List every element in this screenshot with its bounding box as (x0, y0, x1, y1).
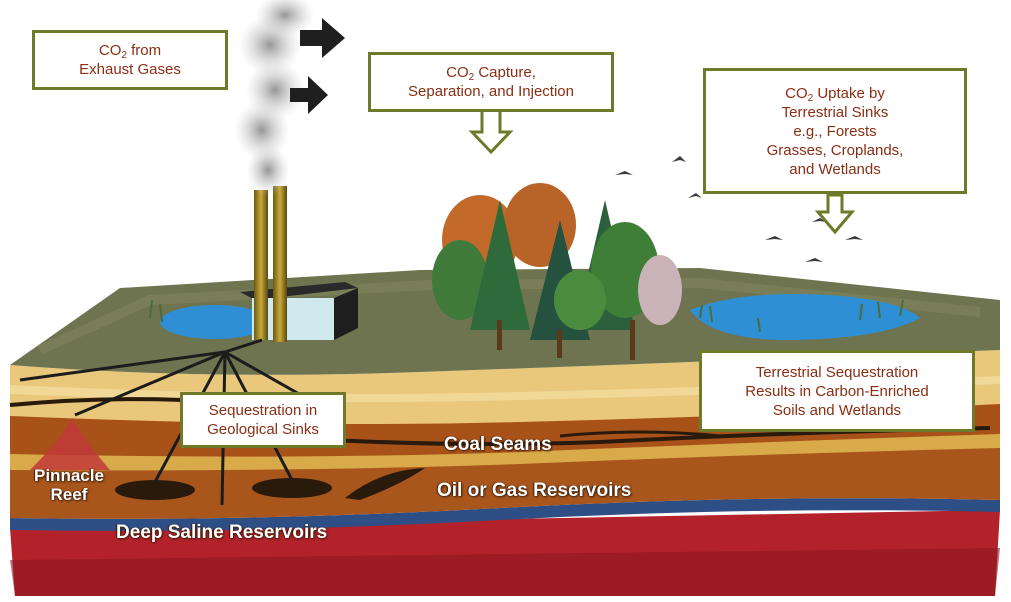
callout-capture-line2: Separation, and Injection (408, 83, 574, 100)
pinnacle-reef (30, 418, 110, 470)
callout-exhaust-gases: CO2 from Exhaust Gases (32, 30, 228, 90)
plant-building-side (334, 288, 358, 340)
smokestack-right (273, 186, 287, 342)
deep-saline-band (10, 498, 1000, 531)
label-oil-gas-reservoirs: Oil or Gas Reservoirs (437, 480, 632, 501)
forest (432, 183, 682, 360)
callout-geological-sinks: Sequestration in Geological Sinks (180, 392, 346, 448)
callout-geological-line2: Geological Sinks (207, 421, 319, 438)
ground-texture (37, 277, 981, 355)
callout-uptake-line2: Terrestrial Sinks (781, 103, 889, 121)
callout-exhaust-line2: Exhaust Gases (79, 61, 181, 78)
uptake-arrow (814, 193, 856, 235)
callout-terrestrial-line2: Results in Carbon-Enriched (745, 382, 929, 400)
reservoir-pool-3 (345, 468, 425, 500)
callout-geological-line1: Sequestration in (208, 402, 318, 419)
red-rock-shade (10, 548, 1000, 596)
callout-uptake-line5: and Wetlands (789, 160, 881, 178)
left-pond (160, 305, 270, 339)
callout-terrestrial-line1: Terrestrial Sequestration (755, 363, 919, 381)
label-pinnacle-line1: Pinnacle (34, 466, 104, 485)
coal-seam-line-3 (559, 430, 721, 438)
label-deep-saline-reservoirs: Deep Saline Reservoirs (116, 522, 328, 543)
smokestack-left (254, 190, 268, 340)
callout-terrestrial-sequestration: Terrestrial Sequestration Results in Car… (699, 350, 975, 432)
label-coal-seams: Coal Seams (444, 434, 552, 455)
exhaust-arrow-1 (300, 18, 345, 58)
capture-arrow (468, 108, 514, 155)
exhaust-arrow-2 (290, 76, 328, 114)
reservoir-pool-1 (115, 480, 195, 500)
reservoir-pool-2 (252, 478, 332, 498)
oil-gas-layer (10, 446, 1000, 519)
plant-building-roof (240, 282, 358, 300)
label-pinnacle-line2: Reef (50, 485, 88, 504)
callout-uptake-line3: e.g., Forests (793, 122, 877, 140)
callout-capture-injection: CO2 Capture, Separation, and Injection (368, 52, 614, 112)
callout-capture-line1: CO2 Capture, (446, 64, 536, 83)
callout-exhaust-line1: CO2 from (98, 42, 162, 61)
birds (615, 156, 863, 262)
smoke-plume (234, 0, 315, 196)
callout-uptake-line4: Grasses, Croplands, (766, 141, 904, 159)
label-pinnacle-reef: Pinnacle Reef (34, 466, 104, 504)
callout-terrestrial-uptake: CO2 Uptake by Terrestrial Sinks e.g., Fo… (703, 68, 967, 194)
callout-terrestrial-line3: Soils and Wetlands (772, 401, 902, 419)
callout-uptake-line1: CO2 Uptake by (785, 84, 885, 104)
